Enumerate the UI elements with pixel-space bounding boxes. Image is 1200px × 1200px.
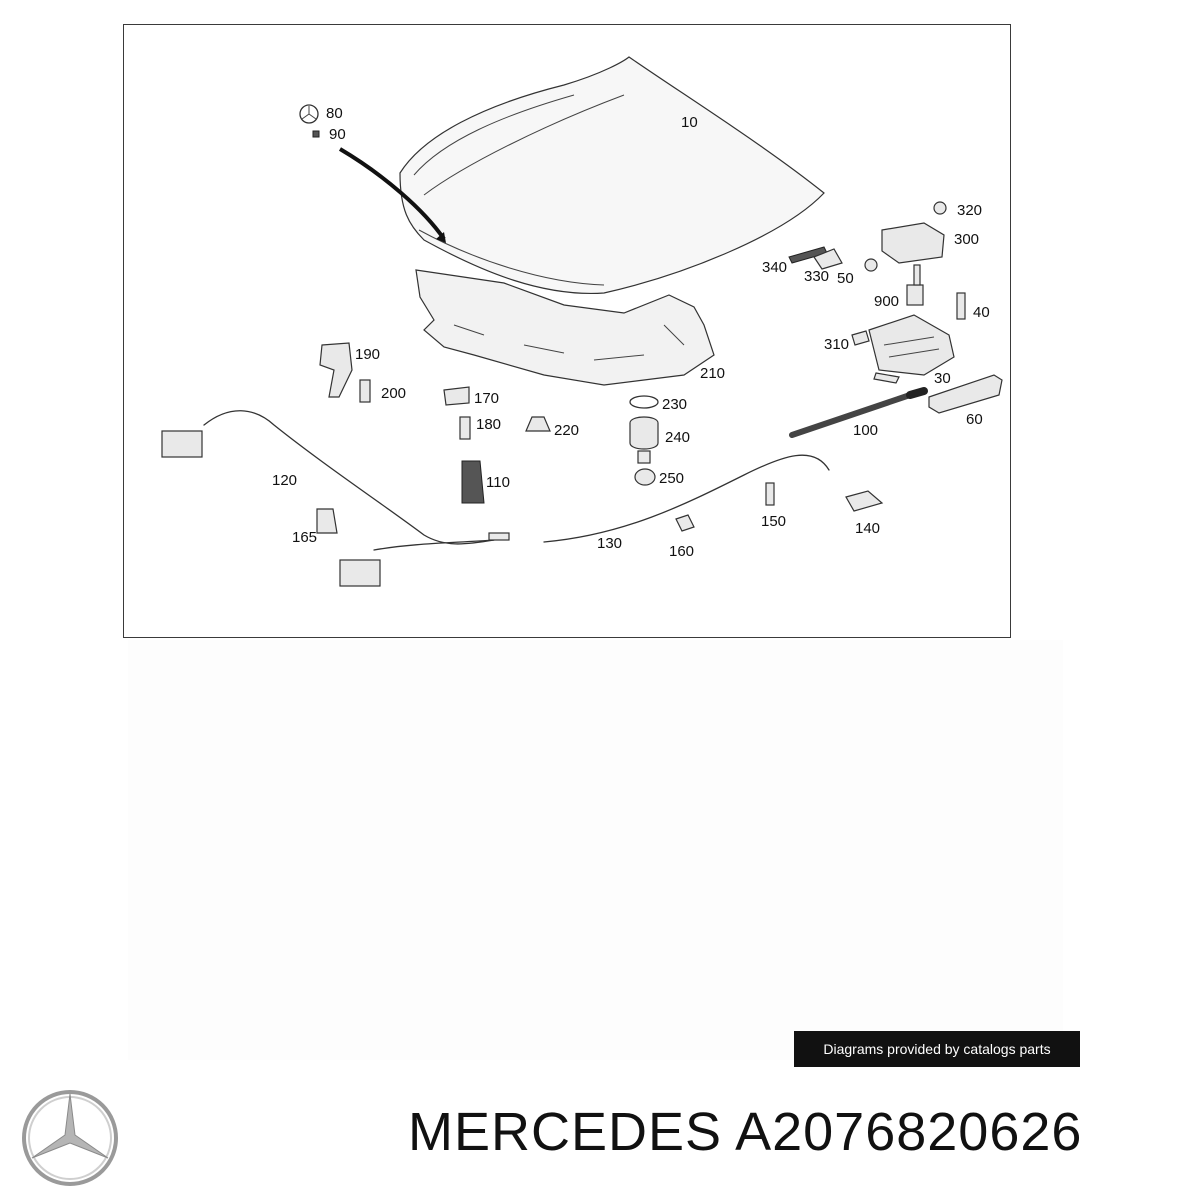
hood-insulation xyxy=(415,269,715,386)
hood-panel xyxy=(399,56,825,295)
part-label-230: 230 xyxy=(662,396,687,413)
part-label-210: 210 xyxy=(700,365,725,382)
left-hinge-bracket xyxy=(319,342,371,403)
part-label-160: 160 xyxy=(669,543,694,560)
part-label-60: 60 xyxy=(966,411,983,428)
part-label-100: 100 xyxy=(853,422,878,439)
center-bumpers xyxy=(629,395,659,486)
backdrop-panel xyxy=(128,640,1063,1060)
part-label-340: 340 xyxy=(762,259,787,276)
parts-diagram: 10 80 90 320 300 340 330 50 900 40 310 3… xyxy=(161,56,1003,587)
part-label-30: 30 xyxy=(934,370,951,387)
part-label-40: 40 xyxy=(973,304,990,321)
part-label-90: 90 xyxy=(329,126,346,143)
part-label-220: 220 xyxy=(554,422,579,439)
parts-diagram-frame: 10 80 90 320 300 340 330 50 900 40 310 3… xyxy=(123,24,1011,638)
part-label-120: 120 xyxy=(272,472,297,489)
part-label-150: 150 xyxy=(761,513,786,530)
release-cables xyxy=(161,410,884,587)
part-label-165: 165 xyxy=(292,529,317,546)
part-label-300: 300 xyxy=(954,231,979,248)
mercedes-star-icon xyxy=(22,1090,118,1186)
part-label-240: 240 xyxy=(665,429,690,446)
part-label-900: 900 xyxy=(874,293,899,310)
brand-part-title: MERCEDES A2076820626 xyxy=(408,1105,1082,1159)
part-label-250: 250 xyxy=(659,470,684,487)
part-label-110: 110 xyxy=(486,474,510,491)
part-label-330: 330 xyxy=(804,268,829,285)
part-label-180: 180 xyxy=(476,416,501,433)
part-label-200: 200 xyxy=(381,385,406,402)
part-label-140: 140 xyxy=(855,520,880,537)
rubber-bumper-parts xyxy=(443,386,551,504)
part-label-190: 190 xyxy=(355,346,380,363)
emblem-arrow xyxy=(338,147,446,243)
part-label-170: 170 xyxy=(474,390,499,407)
part-label-310: 310 xyxy=(824,336,849,353)
hood-lock xyxy=(851,292,966,384)
part-label-50: 50 xyxy=(837,270,854,287)
brand-name: MERCEDES xyxy=(408,1102,723,1162)
lock-bracket xyxy=(928,374,1003,414)
part-label-130: 130 xyxy=(597,535,622,552)
gas-strut xyxy=(789,387,928,438)
hood-hinge xyxy=(788,201,947,306)
part-label-80: 80 xyxy=(326,105,343,122)
part-label-320: 320 xyxy=(957,202,982,219)
star-emblem xyxy=(299,104,320,138)
part-label-10: 10 xyxy=(681,114,698,131)
diagram-credit-banner: Diagrams provided by catalogs parts xyxy=(794,1031,1080,1067)
part-number: A2076820626 xyxy=(735,1102,1083,1162)
